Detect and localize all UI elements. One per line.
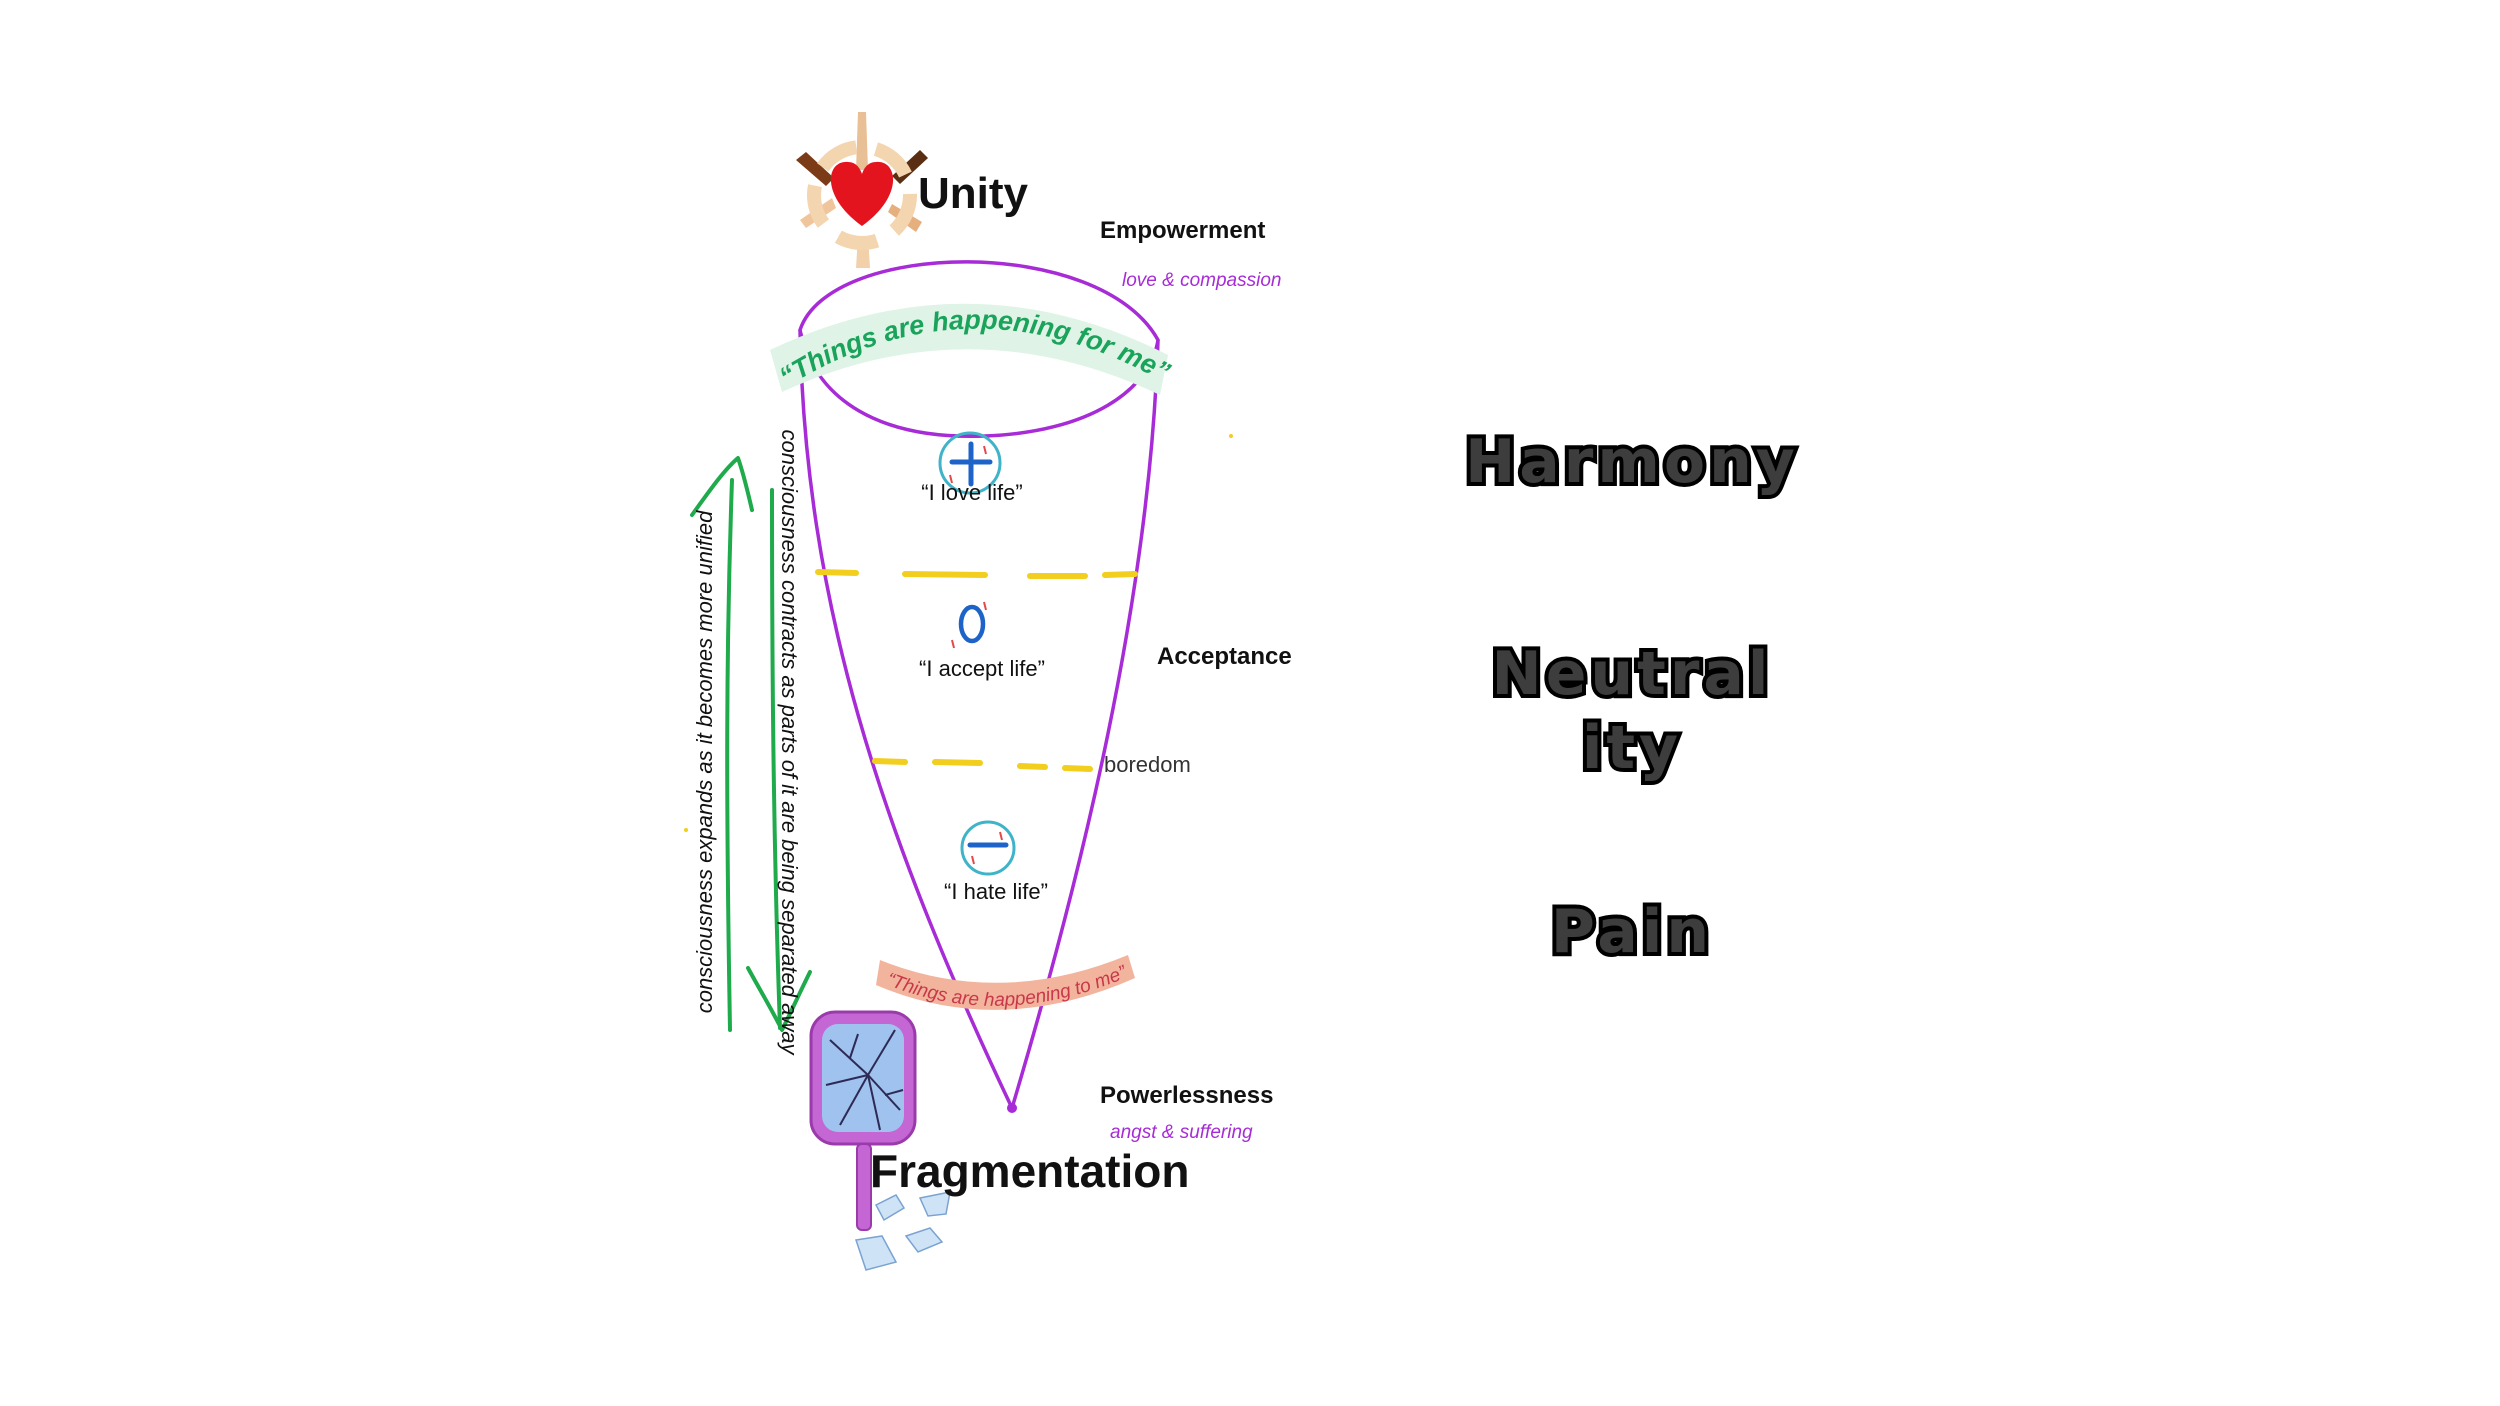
- quote-hate: “I hate life”: [944, 879, 1048, 904]
- divider-boredom: [872, 758, 1093, 772]
- quote-love: “I love life”: [921, 480, 1022, 505]
- quote-accept: “I accept life”: [919, 656, 1045, 681]
- minus-icon: [960, 820, 1016, 876]
- plus-icon: [938, 431, 1002, 495]
- cone-right-side: [1010, 339, 1160, 1109]
- divider-acceptance: [815, 569, 1138, 579]
- expand-arrow: [725, 478, 734, 1032]
- side-text-contracts: consciousness contracts as parts of it a…: [777, 430, 802, 1057]
- empowerment-sub: love & compassion: [1122, 270, 1281, 291]
- stray-dot: [1229, 434, 1233, 438]
- boredom-label: boredom: [1104, 752, 1191, 777]
- level-neutrality-line1: Neutral: [1492, 639, 1773, 709]
- contract-arrow: [770, 488, 782, 1030]
- stray-dot: [684, 828, 688, 832]
- powerlessness-sub: angst & suffering: [1110, 1122, 1253, 1143]
- acceptance-label: Acceptance: [1157, 643, 1292, 670]
- broken-mirror-icon: [809, 1010, 951, 1271]
- zero-icon: [951, 601, 987, 649]
- top-band: “Things are happening for me”: [770, 303, 1175, 395]
- fragmentation-title: Fragmentation: [870, 1145, 1189, 1197]
- expansion-arrows: [690, 456, 812, 1032]
- unity-hands-heart-icon: [796, 112, 928, 268]
- level-neutrality-line2: ity: [1582, 713, 1682, 783]
- empowerment-label: Empowerment: [1100, 217, 1265, 244]
- powerlessness-label: Powerlessness: [1100, 1082, 1273, 1109]
- unity-title: Unity: [918, 169, 1029, 218]
- level-pain: Pain: [1551, 897, 1713, 967]
- side-text-expands: consciousness expands as it becomes more…: [692, 510, 717, 1013]
- bottom-band: “Things are happening to me”: [876, 955, 1135, 1011]
- level-harmony: Harmony: [1465, 427, 1799, 497]
